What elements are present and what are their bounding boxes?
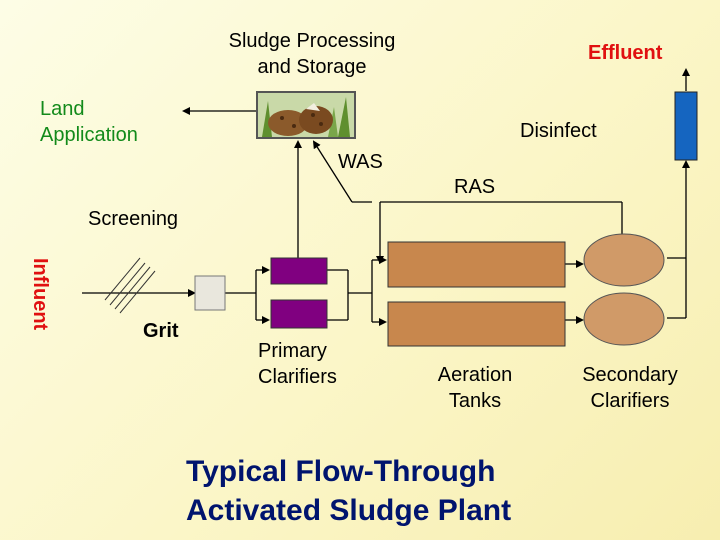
diagram-title-line2: Activated Sludge Plant: [186, 494, 512, 527]
primary-clarifiers-label: Primary Clarifiers: [258, 338, 337, 390]
secondary-label: Secondary: [582, 364, 678, 386]
land-application-label: Land Application: [40, 96, 138, 148]
sludge-piles-icon: [256, 91, 356, 139]
disinfection-unit: [674, 91, 698, 161]
tanks-label: Tanks: [448, 390, 502, 412]
diagram-title-line1: Typical Flow-Through: [186, 455, 496, 488]
bar-screen-icon: [104, 257, 156, 314]
ras-label: RAS: [454, 176, 496, 198]
grit-label: Grit: [143, 320, 179, 342]
effluent-label: Effluent: [588, 42, 663, 64]
primary-clarifiers-label-line2: Clarifiers: [258, 366, 337, 388]
aeration-tank-2: [387, 301, 566, 347]
primary-clarifier-2: [270, 299, 328, 329]
screening-label: Screening: [88, 208, 179, 230]
land-label: Land: [40, 98, 85, 120]
application-label: Application: [40, 124, 138, 146]
disinfect-label: Disinfect: [520, 120, 597, 142]
aeration-label: Aeration: [437, 364, 513, 386]
grit-chamber: [194, 275, 226, 311]
sludge-processing-line2: and Storage: [257, 56, 367, 78]
secondary-clarifier-2: [583, 292, 665, 346]
secondary-clarifiers-label-line2: Clarifiers: [590, 390, 670, 412]
primary-clarifier-1: [270, 257, 328, 285]
aeration-tanks-label: Aeration Tanks: [420, 362, 530, 414]
secondary-clarifiers-label: Secondary Clarifiers: [562, 362, 698, 414]
sludge-processing-line1: Sludge Processing: [228, 30, 396, 52]
aeration-tank-1: [387, 241, 566, 288]
sludge-processing-label: Sludge Processing and Storage: [200, 28, 424, 80]
influent-label: Influent: [29, 258, 51, 331]
primary-label: Primary: [258, 340, 327, 362]
diagram-title: Typical Flow-Through Activated Sludge Pl…: [186, 452, 511, 530]
secondary-clarifier-1: [583, 233, 665, 287]
was-label: WAS: [338, 151, 383, 173]
